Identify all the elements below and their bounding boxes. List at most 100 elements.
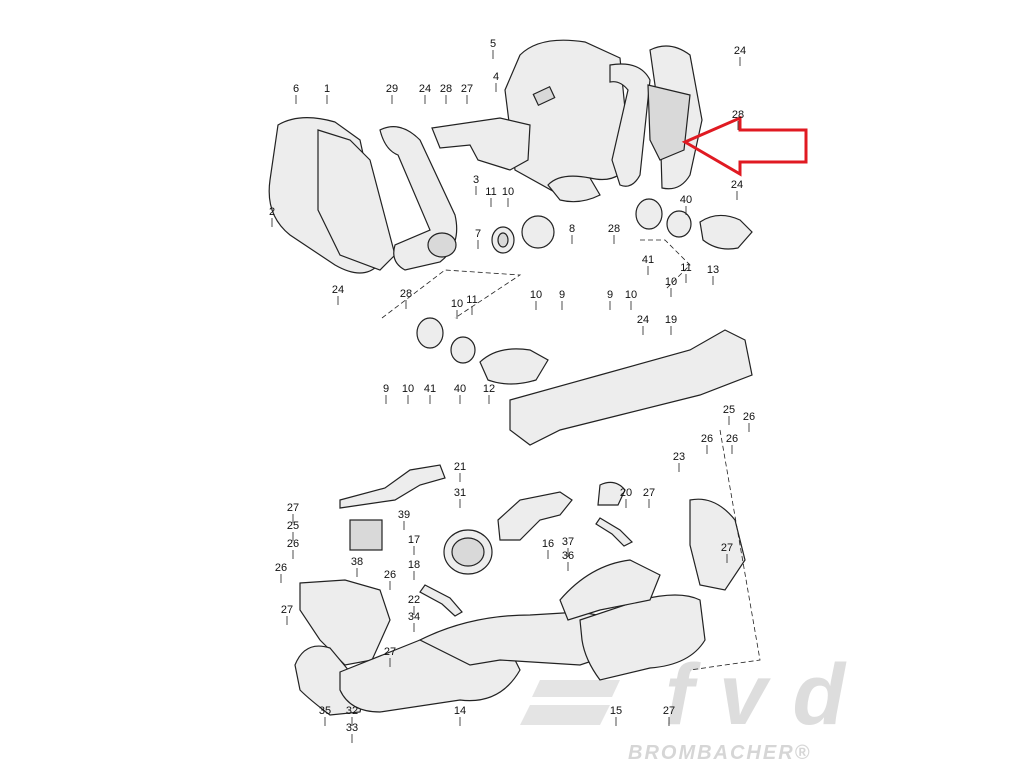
callout-1: 1 xyxy=(324,83,330,95)
callout-23: 23 xyxy=(673,451,685,463)
callout-25: 25 xyxy=(287,520,299,532)
clamp-41-upper xyxy=(635,198,663,230)
callout-21: 21 xyxy=(454,461,466,473)
heat-shield-23 xyxy=(597,481,626,506)
callout-9: 9 xyxy=(559,289,565,301)
callout-14: 14 xyxy=(454,705,466,717)
control-unit-38 xyxy=(349,519,383,551)
clamp-41-lower xyxy=(416,317,444,349)
callout-7: 7 xyxy=(475,228,481,240)
callout-16: 16 xyxy=(542,538,554,550)
callout-6: 6 xyxy=(293,83,299,95)
callout-28: 28 xyxy=(440,83,452,95)
callout-27: 27 xyxy=(281,604,293,616)
upper-clamps xyxy=(416,198,753,385)
callout-5: 5 xyxy=(490,38,496,50)
muffler-right-shell xyxy=(504,39,631,196)
muffler-label-plate xyxy=(532,85,556,107)
callout-27: 27 xyxy=(461,83,473,95)
callout-18: 18 xyxy=(408,559,420,571)
left-outlet-flange xyxy=(427,232,457,258)
callout-28: 28 xyxy=(732,109,744,121)
callout-27: 27 xyxy=(663,705,675,717)
callout-33: 33 xyxy=(346,722,358,734)
sensor-22 xyxy=(419,584,463,617)
callout-11: 11 xyxy=(680,262,691,274)
callout-41: 41 xyxy=(424,383,436,395)
callout-29: 29 xyxy=(386,83,398,95)
callout-24: 24 xyxy=(332,284,344,296)
callout-39: 39 xyxy=(398,509,410,521)
bracket-21 xyxy=(339,464,446,509)
callout-27: 27 xyxy=(384,646,396,658)
callout-38: 38 xyxy=(351,556,363,568)
seal-40-upper xyxy=(666,210,692,238)
callout-11: 11 xyxy=(485,186,496,198)
callout-11: 11 xyxy=(466,294,477,306)
catalyst-15 xyxy=(579,594,706,681)
callout-10: 10 xyxy=(502,186,514,198)
tail-tip-12 xyxy=(479,348,549,385)
callout-28: 28 xyxy=(608,223,620,235)
dashed-guide-lower xyxy=(689,429,761,671)
watermark-logo: fvd xyxy=(665,647,846,743)
callout-36: 36 xyxy=(562,550,574,562)
sensor-20 xyxy=(595,517,634,547)
left-muffler-group xyxy=(268,117,458,274)
muffler-right-outlet xyxy=(547,175,601,203)
callout-35: 35 xyxy=(319,705,331,717)
seal-7-inner xyxy=(497,232,509,248)
callout-19: 19 xyxy=(665,314,677,326)
callout-26: 26 xyxy=(726,433,738,445)
callout-24: 24 xyxy=(637,314,649,326)
heat-shield-19 xyxy=(509,329,753,446)
callout-2: 2 xyxy=(269,206,275,218)
center-muffler xyxy=(559,559,661,621)
callout-12: 12 xyxy=(483,383,495,395)
callout-26: 26 xyxy=(275,562,287,574)
callout-28: 28 xyxy=(400,288,412,300)
callout-9: 9 xyxy=(383,383,389,395)
callout-26: 26 xyxy=(384,569,396,581)
callout-40: 40 xyxy=(680,194,692,206)
callout-40: 40 xyxy=(454,383,466,395)
callout-24: 24 xyxy=(734,45,746,57)
tail-tip-13 xyxy=(699,214,753,250)
callout-22: 22 xyxy=(408,594,420,606)
callout-3: 3 xyxy=(473,174,479,186)
right-muffler-group xyxy=(431,39,703,203)
highlighted-pipe xyxy=(647,84,691,161)
callout-13: 13 xyxy=(707,264,719,276)
callout-10: 10 xyxy=(625,289,637,301)
callout-15: 15 xyxy=(610,705,622,717)
heat-shield-rear-right xyxy=(689,498,746,591)
callout-32: 32 xyxy=(346,705,358,717)
muffler-right-pipe xyxy=(609,63,651,187)
callout-10: 10 xyxy=(402,383,414,395)
lower-assembly xyxy=(294,464,746,716)
callout-20: 20 xyxy=(620,487,632,499)
callout-31: 31 xyxy=(454,487,466,499)
callout-17: 17 xyxy=(408,534,420,546)
callout-26: 26 xyxy=(701,433,713,445)
callout-27: 27 xyxy=(721,542,733,554)
muffler-left-shell xyxy=(317,129,396,271)
callout-34: 34 xyxy=(408,611,420,623)
watermark-logo-stripes xyxy=(520,680,620,725)
bracket-16 xyxy=(497,491,573,541)
seal-40-lower xyxy=(450,336,476,364)
callout-10: 10 xyxy=(530,289,542,301)
callout-41: 41 xyxy=(642,254,654,266)
callout-24: 24 xyxy=(731,179,743,191)
callout-27: 27 xyxy=(287,502,299,514)
callout-26: 26 xyxy=(743,411,755,423)
dashed-guides-upper xyxy=(381,239,691,319)
callout-4: 4 xyxy=(493,71,499,83)
callout-10: 10 xyxy=(665,276,677,288)
callout-27: 27 xyxy=(643,487,655,499)
callout-24: 24 xyxy=(419,83,431,95)
callout-8: 8 xyxy=(569,223,575,235)
callout-9: 9 xyxy=(607,289,613,301)
